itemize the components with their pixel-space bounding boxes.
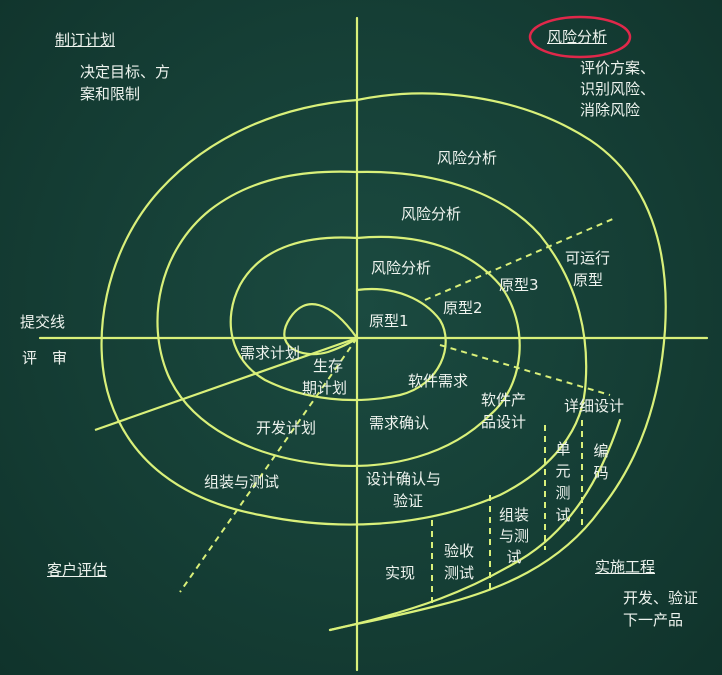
- assembly-test: 组装与测试: [498, 506, 529, 566]
- evaluation-title: 客户评估: [47, 561, 108, 579]
- planning-title: 制订计划: [55, 31, 116, 49]
- spiral-arm-middle: [156, 170, 521, 468]
- risk-title: 风险分析: [547, 28, 608, 46]
- commit-line-label: 提交线: [20, 313, 66, 331]
- operational-prototype-1: 可运行: [565, 249, 611, 267]
- lifecycle-plan-2: 期计划: [302, 379, 348, 397]
- planning-desc-2: 案和限制: [80, 85, 141, 103]
- spiral-arm-outermost: [328, 92, 667, 632]
- risk-label-outer: 风险分析: [437, 149, 498, 167]
- product-design-1: 软件产: [481, 391, 527, 409]
- risk-desc-2: 识别风险、: [580, 80, 656, 98]
- prototype-2: 原型2: [443, 299, 483, 317]
- coding: 编码: [593, 442, 609, 482]
- review-label: 评 审: [22, 349, 68, 367]
- development-plan: 开发计划: [256, 419, 317, 437]
- divider-detailed: [439, 344, 611, 396]
- detailed-design: 详细设计: [564, 397, 625, 415]
- prototype-1: 原型1: [369, 312, 409, 330]
- software-requirements: 软件需求: [408, 372, 469, 390]
- engineering-desc-1: 开发、验证: [623, 589, 699, 607]
- spiral-arm-inner: [229, 236, 447, 402]
- planning-desc-1: 决定目标、方: [80, 63, 171, 81]
- risk-label-inner: 风险分析: [371, 259, 432, 277]
- integration-test-plan: 组装与测试: [204, 473, 280, 491]
- divider-plans: [179, 337, 358, 593]
- prototype-3: 原型3: [499, 276, 539, 294]
- spiral-arm-outer: [100, 98, 588, 526]
- product-design-2: 品设计: [481, 413, 527, 431]
- implementation: 实现: [385, 564, 416, 582]
- risk-label-middle: 风险分析: [401, 205, 462, 223]
- lifecycle-plan-1: 生存: [313, 357, 344, 375]
- design-verify-1: 设计确认与: [366, 470, 442, 488]
- engineering-title: 实施工程: [595, 558, 656, 576]
- requirements-confirm: 需求确认: [369, 414, 430, 432]
- risk-desc-3: 消除风险: [580, 101, 641, 119]
- highlight-circle: [528, 15, 632, 59]
- design-verify-2: 验证: [393, 492, 424, 510]
- divider-prototype: [424, 217, 616, 301]
- requirements-plan: 需求计划: [240, 344, 301, 362]
- spiral-tail: [328, 418, 622, 632]
- plan-solid-line: [94, 336, 358, 432]
- risk-desc-1: 评价方案、: [580, 59, 656, 77]
- engineering-desc-2: 下一产品: [623, 611, 684, 629]
- acceptance-test: 验收测试: [443, 542, 474, 582]
- operational-prototype-2: 原型: [573, 271, 604, 289]
- unit-test: 单元测试: [555, 440, 571, 524]
